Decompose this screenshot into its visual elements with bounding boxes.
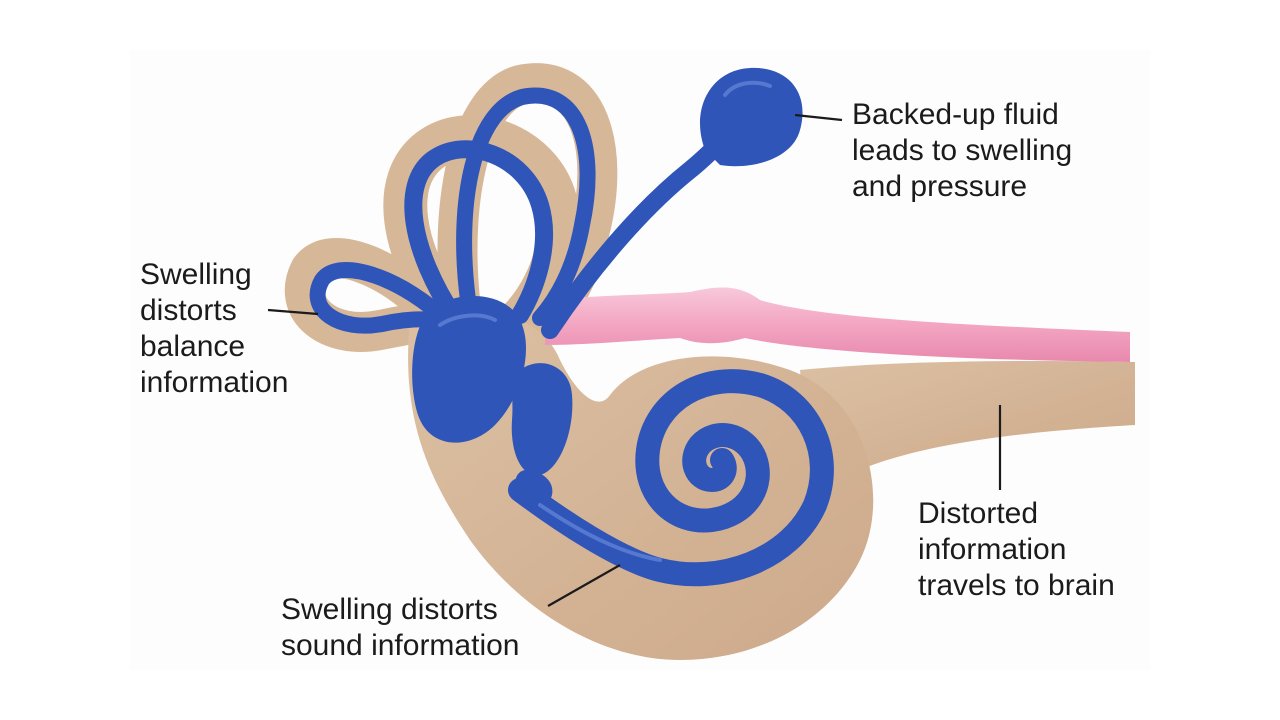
utricle — [412, 296, 526, 443]
leader-lines — [267, 113, 1002, 607]
auditory-nerve-trunk — [800, 360, 1135, 472]
label-balance-distortion: Swelling distorts balance information — [140, 257, 288, 401]
leader-fluid — [794, 113, 843, 122]
label-line: Swelling distorts — [281, 593, 498, 626]
label-line: information — [140, 366, 289, 399]
label-line: information — [918, 533, 1067, 566]
label-line: Distorted — [918, 497, 1039, 530]
label-line: balance — [140, 330, 246, 363]
leader-sound — [547, 564, 621, 607]
label-line: sound information — [281, 629, 520, 662]
label-line: Swelling — [140, 258, 252, 291]
vestibular-nerve — [545, 287, 1130, 362]
label-distorted-information: Distorted information travels to brain — [918, 496, 1115, 604]
label-backed-up-fluid: Backed-up fluid leads to swelling and pr… — [852, 97, 1072, 205]
labyrinth-highlights — [438, 80, 772, 562]
leader-balance — [267, 308, 319, 316]
saccule — [511, 363, 573, 476]
label-line: distorts — [140, 294, 237, 327]
label-line: and pressure — [852, 170, 1028, 203]
label-line: Backed-up fluid — [852, 98, 1059, 131]
ductus-reuniens — [515, 470, 553, 505]
label-sound-distortion: Swelling distorts sound information — [281, 592, 519, 664]
label-line: travels to brain — [918, 569, 1115, 602]
label-line: leads to swelling — [852, 134, 1073, 167]
